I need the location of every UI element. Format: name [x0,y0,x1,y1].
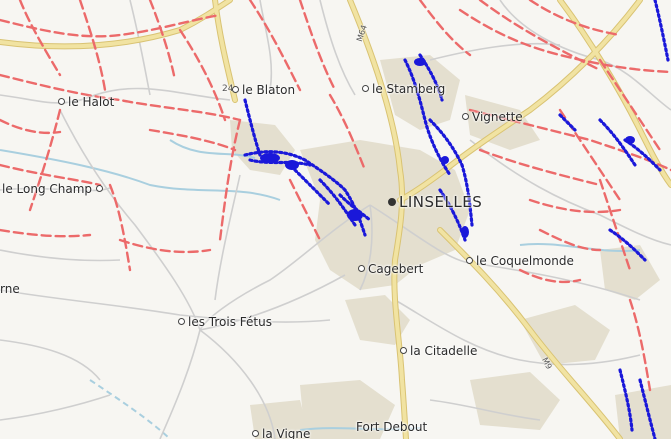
red-overlay-network [0,0,671,392]
place-la-citadelle[interactable]: la Citadelle [400,344,477,358]
place-linselles[interactable]: LINSELLES [388,193,482,211]
place-marker-icon [232,86,239,93]
place-marker-icon [358,265,365,272]
place-le-stamberg[interactable]: le Stamberg [362,82,445,96]
place-rne[interactable]: rne [0,282,20,296]
city-marker-icon [388,197,396,206]
place-marker-icon [178,318,185,325]
road-label-24: 24 [222,84,234,94]
place-fort-debout[interactable]: Fort Debout [356,420,428,434]
place-le-long-champ[interactable]: le Long Champ [2,182,106,196]
blue-overlay-blobs [260,58,635,238]
place-marker-icon [96,185,104,192]
place-marker-icon [466,257,473,264]
place-les-trois-fetus[interactable]: les Trois Fétus [178,315,272,329]
place-marker-icon [58,98,65,105]
place-marker-icon [400,347,407,354]
place-marker-icon [462,113,469,120]
place-le-coquelmonde[interactable]: le Coquelmonde [466,254,574,268]
place-la-vigne[interactable]: la Vigne [252,427,310,439]
place-cagebert[interactable]: Cagebert [358,262,423,276]
place-marker-icon [362,85,369,92]
urban-areas [230,55,671,439]
place-marker-icon [252,430,259,437]
place-le-blaton[interactable]: le Blaton [232,83,295,97]
place-vignette[interactable]: Vignette [462,110,523,124]
place-le-halot[interactable]: le Halot [58,95,114,109]
